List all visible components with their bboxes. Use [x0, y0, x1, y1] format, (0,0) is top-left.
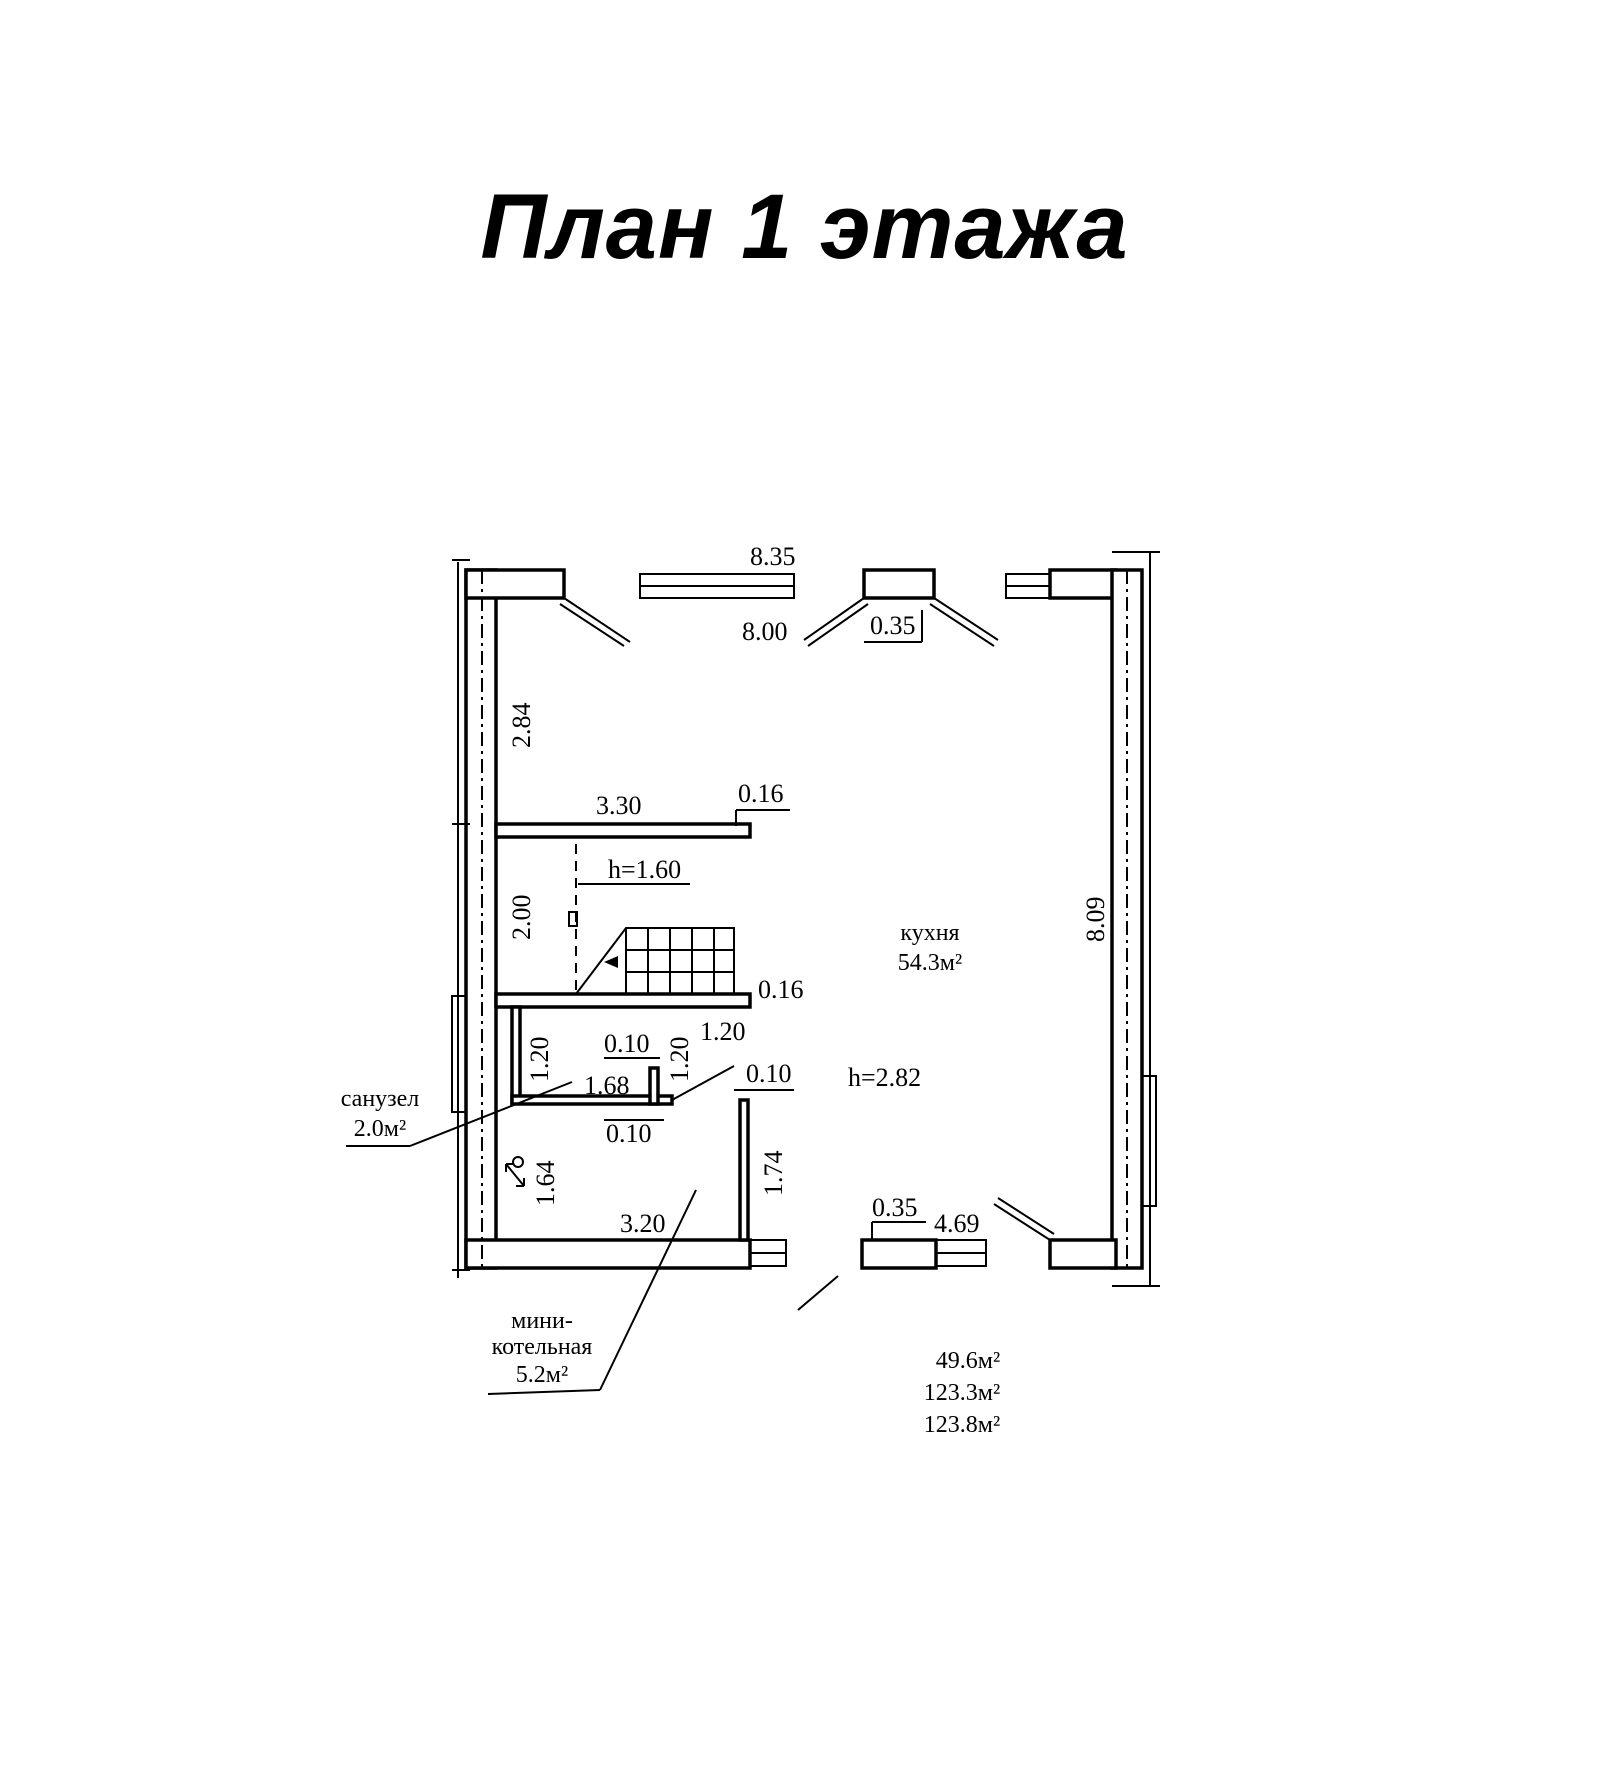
top-right-wall	[1048, 568, 1118, 600]
dim-1-20-a: 1.20	[525, 1037, 554, 1083]
axis-lines	[452, 551, 1160, 1287]
dim-8-35: 8.35	[750, 542, 796, 571]
top-left-wall	[464, 568, 566, 600]
stair-arrow	[604, 956, 618, 968]
kitchen-area: 54.3м²	[898, 950, 962, 976]
leader-lines	[346, 610, 926, 1395]
partition-middle	[494, 992, 752, 1009]
dim-0-35-bottom: 0.35	[872, 1193, 918, 1222]
dim-2-00: 2.00	[507, 895, 536, 941]
door-top-left	[559, 597, 631, 647]
door-bottom-right	[993, 1197, 1055, 1241]
dim-1-64: 1.64	[531, 1161, 560, 1207]
bathroom-name: санузел	[341, 1086, 420, 1112]
kitchen-name: кухня	[900, 920, 959, 946]
dim-3-30: 3.30	[596, 791, 642, 820]
door-swing-icon	[505, 1156, 525, 1187]
dim-0-35-top: 0.35	[870, 611, 916, 640]
height-2-82: h=2.82	[848, 1063, 921, 1092]
bathroom-area: 2.0м²	[354, 1116, 406, 1142]
boiler-name-1: мини-	[511, 1308, 573, 1334]
door-top-middle-right	[929, 597, 999, 647]
bottom-left-wall	[464, 1238, 752, 1270]
dim-4-69: 4.69	[934, 1209, 980, 1238]
dim-1-68: 1.68	[584, 1071, 630, 1100]
bottom-right-wall	[1048, 1238, 1118, 1270]
stair-outline	[575, 927, 735, 995]
left-wall	[464, 568, 498, 1270]
staircase	[568, 844, 735, 995]
dim-0-10-b: 0.10	[746, 1059, 792, 1088]
top-middle-pier	[862, 568, 936, 600]
dim-0-10-c: 0.10	[606, 1119, 652, 1148]
page-title: План 1 этажа	[480, 176, 1129, 278]
boiler-area: 5.2м²	[516, 1362, 568, 1388]
area-totals: 49.6м² 123.3м² 123.8м²	[924, 1348, 1000, 1438]
dim-8-00: 8.00	[742, 617, 788, 646]
room-labels: кухня 54.3м² санузел 2.0м² мини- котельн…	[341, 920, 962, 1388]
door-top-middle-left	[803, 597, 869, 647]
dim-2-84: 2.84	[507, 703, 536, 749]
dim-1-20-c: 1.20	[700, 1017, 746, 1046]
boiler-name-2: котельная	[492, 1334, 593, 1360]
dim-0-10-a: 0.10	[604, 1029, 650, 1058]
dim-0-16-b: 0.16	[758, 975, 804, 1004]
total-useful-area: 123.3м²	[924, 1380, 1000, 1406]
dimension-labels: 8.35 8.00 0.35 2.84 3.30 0.16 h=1.60 2.0…	[507, 542, 1110, 1238]
bottom-middle-pier	[860, 1238, 938, 1270]
bathroom-wall-right	[648, 1066, 660, 1106]
bathroom-wall-left	[510, 1005, 522, 1105]
height-1-60: h=1.60	[608, 855, 681, 884]
walls	[464, 568, 1144, 1270]
total-overall-area: 123.8м²	[924, 1412, 1000, 1438]
dim-1-20-b: 1.20	[665, 1037, 694, 1083]
doors	[559, 597, 1055, 1241]
dim-0-16-a: 0.16	[738, 779, 784, 808]
dim-1-74: 1.74	[759, 1151, 788, 1197]
dim-8-09: 8.09	[1081, 897, 1110, 943]
dim-3-20: 3.20	[620, 1209, 666, 1238]
right-wall	[1110, 568, 1144, 1270]
total-living-area: 49.6м²	[936, 1348, 1000, 1374]
boiler-wall-right	[738, 1098, 750, 1242]
partition-upper	[494, 822, 752, 839]
